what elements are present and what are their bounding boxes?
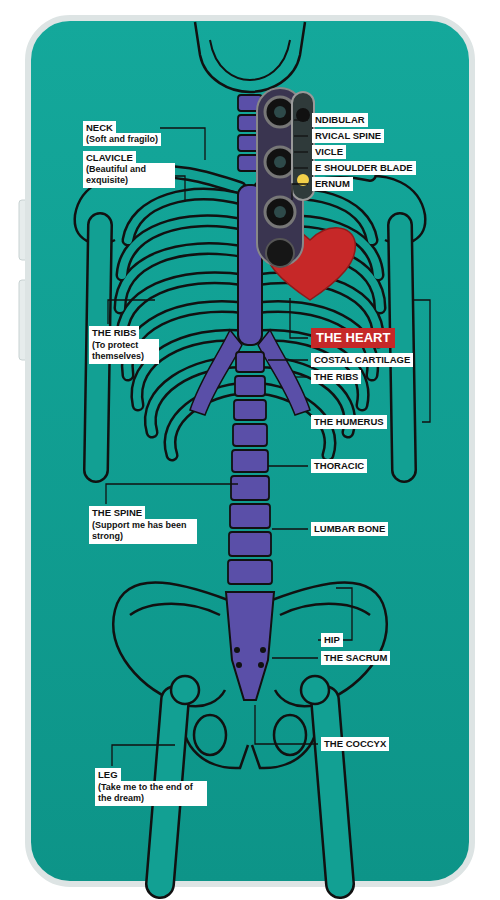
part-label: (To protect themselves) <box>89 339 159 364</box>
part-label: THE HUMERUS <box>311 415 387 429</box>
part-label: THE SPINE <box>89 506 145 520</box>
highlight-label: THE HEART <box>311 328 395 348</box>
part-label: VICLE <box>312 145 346 159</box>
part-label: LEG <box>95 768 121 782</box>
part-label: (Soft and fragilo) <box>83 133 161 146</box>
part-label: (Take me to the end of the dream) <box>95 781 207 806</box>
part-label: NDIBULAR <box>312 113 368 127</box>
part-label: LUMBAR BONE <box>311 522 388 536</box>
part-label: THE COCCYX <box>321 737 389 751</box>
part-label: ERNUM <box>312 177 353 191</box>
part-label: THE RIBS <box>89 326 139 340</box>
part-label: E SHOULDER BLADE <box>312 161 416 175</box>
part-label: RVICAL SPINE <box>312 129 384 143</box>
part-label: THE SACRUM <box>321 651 390 665</box>
part-label: HIP <box>321 633 343 647</box>
part-label: (Support me has been strong) <box>89 519 197 544</box>
part-label: THORACIC <box>311 459 367 473</box>
part-label: COSTAL CARTILAGE <box>311 353 413 367</box>
part-label: THE RIBS <box>311 370 361 384</box>
part-label: (Beautiful and exquisite) <box>83 163 175 188</box>
